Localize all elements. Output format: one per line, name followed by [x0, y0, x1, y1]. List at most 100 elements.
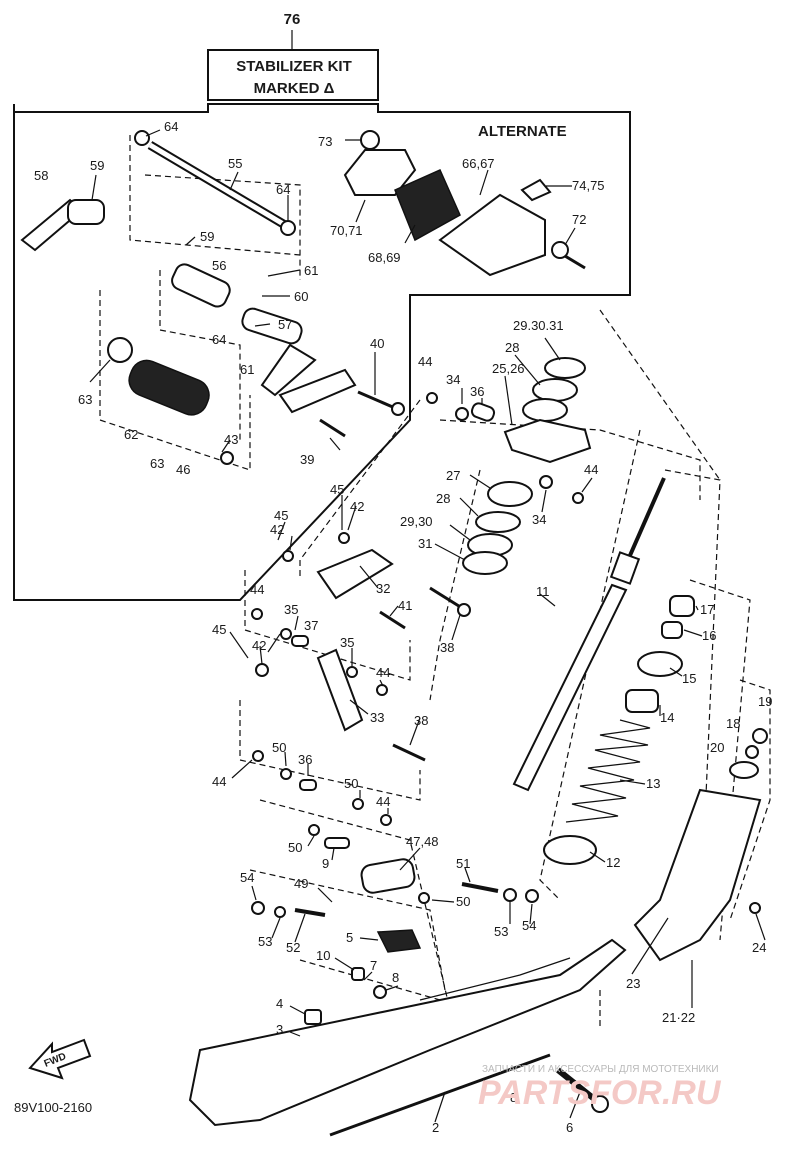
label-73: 73	[318, 134, 332, 149]
label-57: 57	[278, 317, 292, 332]
label-38: 38	[440, 640, 454, 655]
label-9: 9	[322, 856, 329, 871]
label-14: 14	[660, 710, 674, 725]
label-63: 63	[150, 456, 164, 471]
label-74-75: 74,75	[572, 178, 605, 193]
label-55: 55	[228, 156, 242, 171]
part-13-spring	[565, 719, 651, 823]
label-34: 34	[532, 512, 546, 527]
label-45: 45	[330, 482, 344, 497]
label-70-71: 70,71	[330, 223, 363, 238]
part-51-pin	[461, 882, 499, 893]
label-33: 33	[370, 710, 384, 725]
label-60: 60	[294, 289, 308, 304]
label-66-67: 66,67	[462, 156, 495, 171]
part-15-seat	[637, 651, 683, 677]
label-44: 44	[212, 774, 226, 789]
part-32-link	[316, 548, 394, 600]
label-28: 28	[505, 340, 519, 355]
part-56-pivot	[171, 263, 231, 308]
kit-line-2: MARKED Δ	[254, 80, 335, 97]
label-54: 54	[240, 870, 254, 885]
label-43: 43	[224, 432, 238, 447]
part-53-washer	[274, 906, 286, 918]
part-63-clamp	[107, 337, 133, 363]
label-50: 50	[456, 894, 470, 909]
diagram-code: 89V100-2160	[14, 1100, 92, 1115]
kit-frame	[13, 103, 631, 601]
label-64: 64	[276, 182, 290, 197]
part-5-block	[376, 929, 422, 953]
label-44: 44	[584, 462, 598, 477]
label-5: 5	[346, 930, 353, 945]
watermark-logo: PARTSFOR.RU	[478, 1074, 722, 1112]
label-11: 11	[536, 584, 550, 599]
kit-line-1: STABILIZER KIT	[236, 58, 352, 75]
label-45: 45	[212, 622, 226, 637]
part-28-washer	[475, 511, 521, 533]
label-59: 59	[90, 158, 104, 173]
part-20-washer	[729, 761, 759, 779]
label-25-26: 25,26	[492, 361, 525, 376]
label-8: 8	[392, 970, 399, 985]
label-15: 15	[682, 671, 696, 686]
part-52-pin	[294, 908, 326, 917]
part-7-10-fastener	[351, 967, 365, 981]
label-21-22: 21·22	[662, 1010, 695, 1025]
label-72: 72	[572, 212, 586, 227]
label-45: 45	[274, 508, 288, 523]
label-38: 38	[414, 713, 428, 728]
part-68-69-boot	[394, 169, 461, 242]
part-57-arm	[241, 307, 317, 397]
part-54-collar	[251, 901, 265, 915]
part-70-71-bracket	[343, 149, 417, 196]
part-73-alternate-cap	[360, 130, 380, 150]
label-29-30-31: 29.30.31	[513, 318, 564, 333]
fwd-arrow: FWD	[28, 1038, 92, 1080]
label-42: 42	[350, 499, 364, 514]
label-44: 44	[250, 582, 264, 597]
part-40-bolt	[357, 390, 405, 416]
label-35: 35	[340, 635, 354, 650]
label-44: 44	[376, 665, 390, 680]
part-72-bolt	[551, 241, 586, 270]
part-14-stopper	[625, 689, 659, 713]
label-20: 20	[710, 740, 724, 755]
part-33-link	[316, 648, 364, 732]
label-42: 42	[270, 522, 284, 537]
label-3: 3	[276, 1022, 283, 1037]
part-2-ski	[188, 938, 627, 1137]
part-8-nut	[373, 985, 387, 999]
part-27-bushing	[487, 481, 533, 507]
label-32: 32	[376, 581, 390, 596]
part-labels: 64 59 58 55 64 73 66,67 74,75 70,71 72 6…	[34, 119, 772, 1135]
label-61: 61	[240, 362, 254, 377]
part-34-collar	[455, 407, 469, 421]
label-50: 50	[272, 740, 286, 755]
label-12: 12	[606, 855, 620, 870]
label-7: 7	[370, 958, 377, 973]
label-37: 37	[304, 618, 318, 633]
stabilizer-kit-box: 76 STABILIZER KIT MARKED Δ	[207, 11, 379, 101]
watermark: ЗАПЧАСТИ И АКСЕССУАРЫ ДЛЯ МОТОТЕХНИКИ PA…	[478, 1064, 722, 1112]
part-64-washer	[280, 220, 296, 236]
part-38-bolt	[429, 586, 471, 617]
label-56: 56	[212, 258, 226, 273]
part-58-lever	[20, 198, 105, 252]
label-18: 18	[726, 716, 740, 731]
part-44-washer	[426, 392, 438, 404]
alternate-label: ALTERNATE	[478, 123, 567, 140]
label-42: 42	[252, 638, 266, 653]
part-19-cap	[752, 728, 768, 744]
part-44-washer	[572, 492, 584, 504]
label-41: 41	[398, 598, 412, 613]
label-59: 59	[200, 229, 214, 244]
part-29-30-31-spring-washers	[522, 357, 586, 422]
part-24-bolt	[749, 902, 761, 914]
label-53: 53	[494, 924, 508, 939]
part-53-washer	[503, 888, 517, 902]
part-54-collar	[525, 889, 539, 903]
label-62: 62	[124, 427, 138, 442]
label-17: 17	[700, 602, 714, 617]
part-36-bushing	[470, 402, 496, 422]
